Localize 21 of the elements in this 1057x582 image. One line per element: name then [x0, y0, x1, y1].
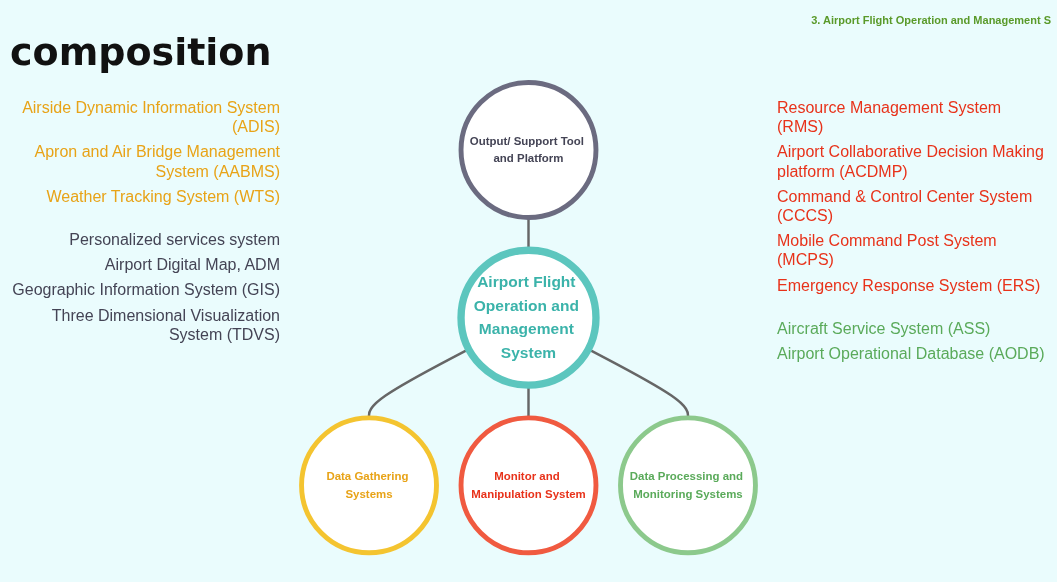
- node-circle: Airport Flight Operation and Management System: [457, 246, 600, 389]
- subsystem-label: Airport Collaborative Decision Making platform (ACDMP): [777, 142, 1045, 181]
- node-circle: Monitor and Manipulation System: [458, 415, 599, 556]
- subsystem-label: Three Dimensional Visualization System (TDVS): [50, 305, 280, 344]
- subsystem-label: Weather Tracking System (WTS): [46, 186, 280, 206]
- header-label: 3. Airport Flight Operation and Management S: [811, 14, 1051, 26]
- subsystem-label: Aircraft Service System (ASS): [777, 318, 991, 338]
- subsystem-label: Personalized services system: [69, 229, 280, 250]
- node-circle: Data Processing and Monitoring Systems: [618, 415, 758, 556]
- subsystem-label: Resource Management System (RMS): [777, 98, 1003, 137]
- node-circle: Output/ Support Tool and Platform: [458, 79, 599, 220]
- subsystem-label: Emergency Response System (ERS): [777, 275, 1041, 295]
- subsystem-label: Airport Operational Database (AODB): [777, 343, 1045, 364]
- subsystem-label: Airport Digital Map, ADM: [104, 255, 280, 275]
- subsystem-label: Airside Dynamic Information System (ADIS): [21, 98, 280, 137]
- subsystem-label: Geographic Information System (GIS): [12, 280, 280, 300]
- subsystem-label: Command & Control Center System (CCCS): [777, 186, 1034, 226]
- slide-title: composition: [10, 30, 272, 74]
- subsystem-label: Mobile Command Post System (MCPS): [777, 231, 998, 270]
- node-circle: Data Gathering Systems: [299, 415, 439, 556]
- subsystem-label: Apron and Air Bridge Management System (AABMS): [33, 142, 280, 181]
